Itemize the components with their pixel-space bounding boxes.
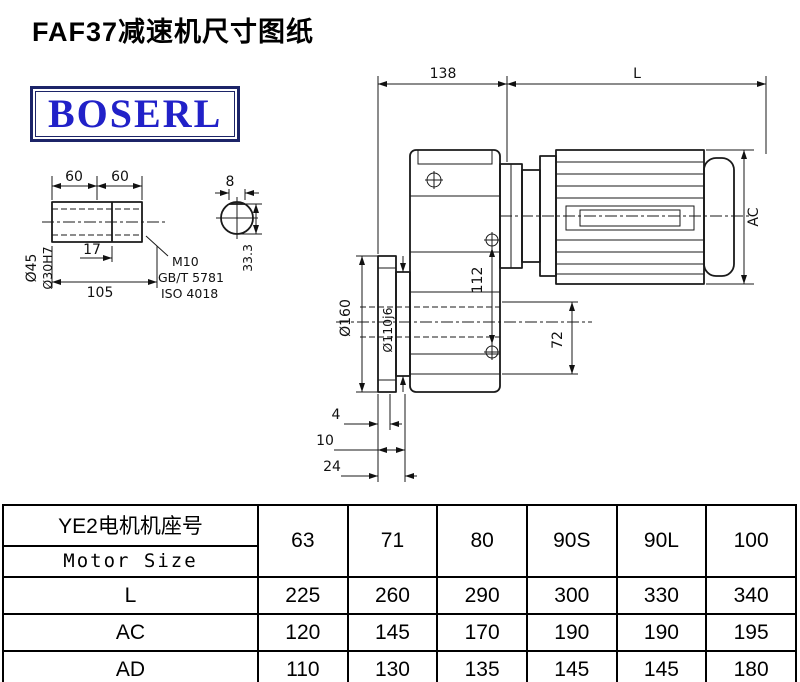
motor-size-header-en: Motor Size xyxy=(63,550,198,572)
dim-shaft-60b: 60 xyxy=(111,169,129,185)
dim-value-cell: 145 xyxy=(346,613,439,652)
dim-4: 4 xyxy=(332,407,341,423)
dim-10: 10 xyxy=(316,433,334,449)
dim-value-cell: 260 xyxy=(346,576,439,615)
size-col-header: 90L xyxy=(615,504,708,578)
boserl-logo-text: BOSERL xyxy=(48,91,223,136)
table-row-AD: AD 110 130 135 145 145 180 xyxy=(2,650,797,682)
dim-row-label: AD xyxy=(2,650,259,682)
motor-size-header-cell: YE2电机机座号 Motor Size xyxy=(2,504,259,578)
dim-AC: AC xyxy=(746,207,762,226)
dim-L: L xyxy=(633,66,641,82)
dim-17: 17 xyxy=(83,242,101,258)
table-row-AC: AC 120 145 170 190 190 195 xyxy=(2,613,797,652)
thread-spec: M10 xyxy=(172,254,199,269)
motor xyxy=(499,149,752,285)
dim-138: 138 xyxy=(430,66,457,82)
boserl-logo-frame: BOSERL xyxy=(35,91,236,137)
motor-nameplate xyxy=(565,205,695,231)
dim-112: 112 xyxy=(470,267,486,294)
dim-value-cell: 180 xyxy=(705,650,797,682)
dimension-drawing: 60 60 17 105 Ø45 Ø30H7 M10 GB/T 5781 ISO… xyxy=(24,66,767,482)
spec-table: YE2电机机座号 Motor Size 63 71 80 90S 90L 100… xyxy=(2,504,797,682)
table-header-row: YE2电机机座号 Motor Size 63 71 80 90S 90L 100 xyxy=(2,504,797,578)
dim-value-cell: 145 xyxy=(615,650,708,682)
shaft-end-detail: 60 60 17 105 Ø45 Ø30H7 M10 GB/T 5781 ISO… xyxy=(24,169,262,301)
dim-value-cell: 170 xyxy=(436,613,528,652)
dim-row-label: AC xyxy=(2,613,259,652)
dim-flange-dia: Ø160 xyxy=(338,299,354,337)
dimension-annotations: 138 L AC 112 72 Ø160 Ø110j6 xyxy=(316,66,767,482)
dim-row-label: L xyxy=(2,576,259,615)
dim-value-cell: 145 xyxy=(525,650,618,682)
thread-standard-iso: ISO 4018 xyxy=(161,286,218,301)
dim-value-cell: 120 xyxy=(257,613,349,652)
dim-value-cell: 225 xyxy=(257,576,349,615)
gearbox-housing xyxy=(409,149,501,393)
size-col-header: 80 xyxy=(436,504,528,578)
dim-value-cell: 340 xyxy=(705,576,797,615)
table-row-L: L 225 260 290 300 330 340 xyxy=(2,576,797,615)
size-col-header: 90S xyxy=(525,504,618,578)
dim-shaft-dia: Ø45 xyxy=(24,254,40,283)
boserl-logo: BOSERL xyxy=(30,86,241,142)
dim-value-cell: 130 xyxy=(346,650,439,682)
dim-value-cell: 135 xyxy=(436,650,528,682)
dim-value-cell: 190 xyxy=(615,613,708,652)
dim-105: 105 xyxy=(87,285,114,301)
dim-spigot-dia: Ø110j6 xyxy=(380,307,395,352)
dim-value-cell: 195 xyxy=(705,613,797,652)
thread-standard-gb: GB/T 5781 xyxy=(158,270,224,285)
dim-value-cell: 190 xyxy=(525,613,618,652)
motor-fan-cover xyxy=(703,157,735,277)
dim-value-cell: 300 xyxy=(525,576,618,615)
dim-value-cell: 110 xyxy=(257,650,349,682)
size-col-header: 100 xyxy=(705,504,797,578)
dim-shaft-60a: 60 xyxy=(65,169,83,185)
size-col-header: 63 xyxy=(257,504,349,578)
motor-size-header-cn: YE2电机机座号 xyxy=(4,506,257,547)
dim-bore-dia: Ø30H7 xyxy=(40,246,55,289)
dim-72: 72 xyxy=(550,331,566,349)
dim-24: 24 xyxy=(323,459,341,475)
dim-key-width: 8 xyxy=(226,174,235,190)
dim-key-depth: 33.3 xyxy=(240,244,255,272)
gearbox-and-flange xyxy=(336,149,592,393)
size-col-header: 71 xyxy=(346,504,439,578)
dim-value-cell: 330 xyxy=(615,576,708,615)
dim-value-cell: 290 xyxy=(436,576,528,615)
flange-spigot xyxy=(395,271,411,377)
page-title: FAF37减速机尺寸图纸 xyxy=(32,17,315,47)
